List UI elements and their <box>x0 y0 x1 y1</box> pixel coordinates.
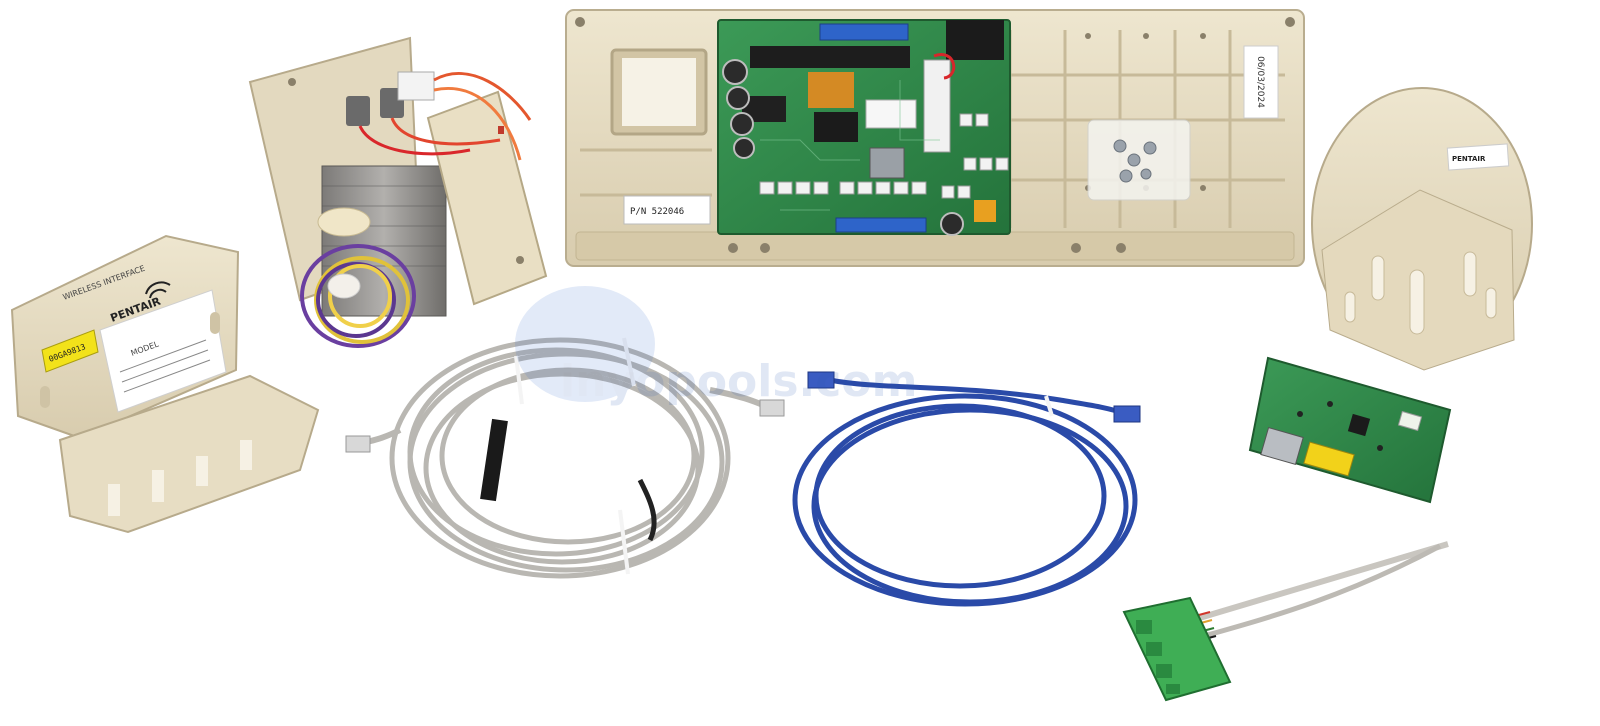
antenna-mount: PENTAIR <box>1311 87 1533 371</box>
wireless-interface-module: PENTAIR WIRELESS INTERFACE MODEL 00GA981… <box>10 234 320 534</box>
terminal-block-cable <box>1122 541 1449 702</box>
wireless-pcb-module <box>1248 356 1452 504</box>
main-circuit-board <box>717 19 1011 236</box>
part-number-label: P/N 522046 <box>630 207 684 217</box>
watermark-text: inyopools.com <box>560 356 917 407</box>
watermark: inyopools.com <box>515 286 917 407</box>
wifi-icon <box>145 281 171 299</box>
date-sticker: 06/03/2024 <box>1255 56 1265 108</box>
gray-ethernet-cable <box>345 337 785 579</box>
antenna-brand-label: PENTAIR <box>1452 155 1486 163</box>
blue-ethernet-cable <box>792 371 1141 607</box>
transformer-assembly <box>248 36 548 348</box>
